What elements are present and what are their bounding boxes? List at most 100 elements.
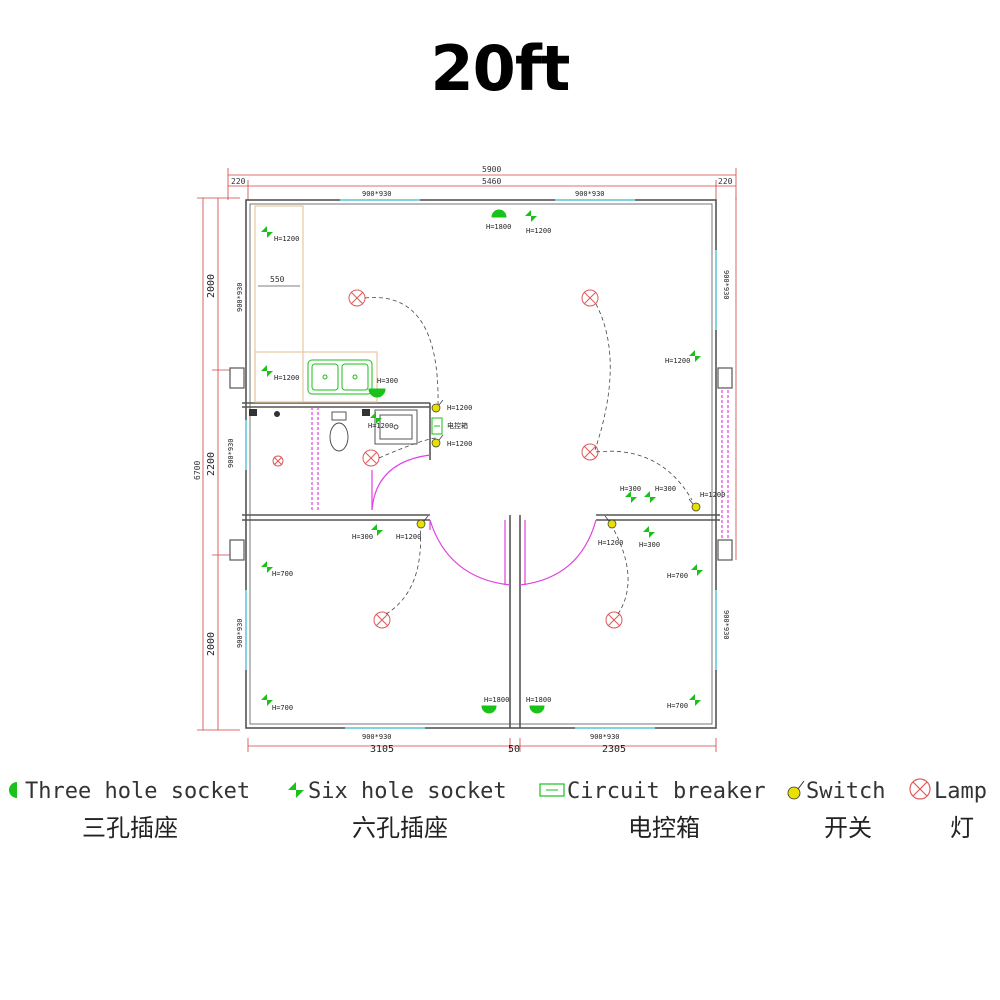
switch-icon (688, 498, 701, 512)
lamp-icon (373, 611, 391, 629)
height-label: H=1200 (665, 357, 690, 365)
switch-icon (604, 515, 617, 529)
six-hole-socket-icon (371, 524, 383, 536)
six-hole-socket-icon (644, 491, 656, 503)
height-label: H=1200 (598, 539, 623, 547)
lamps (272, 289, 623, 629)
window-label-right-lower: 900*930 (722, 610, 730, 640)
height-label: H=1200 (700, 491, 725, 499)
lamp-icon (581, 289, 599, 307)
switches (416, 399, 701, 529)
height-label: H=300 (655, 485, 676, 493)
height-label: H=1200 (447, 404, 472, 412)
legend-six-hole-cn: 六孔插座 (352, 814, 448, 842)
dim-bottom-mid: 50 (508, 744, 520, 755)
windows (245, 199, 717, 729)
dimension-lines (197, 168, 737, 752)
lamp-icon (272, 455, 284, 467)
lamp-icon (348, 289, 366, 307)
height-label: H=700 (272, 704, 293, 712)
legend-three-hole-cn: 三孔插座 (82, 814, 178, 842)
dim-overall-width: 5900 (482, 165, 501, 174)
three-hole-socket-icon (491, 209, 507, 218)
kitchen-counter (254, 205, 378, 403)
six-hole-socket-icon (261, 365, 273, 377)
lamp-icon (581, 443, 599, 461)
dim-left-section-2: 2200 (206, 452, 217, 476)
six-hole-socket-icon (689, 350, 701, 362)
six-hole-socket-icon (261, 561, 273, 573)
dim-left-wall: 220 (231, 177, 246, 186)
legend: Three hole socket 三孔插座 Six hole socket 六… (9, 778, 987, 842)
three-hole-socket-icon (368, 388, 386, 398)
height-label: H=300 (639, 541, 660, 549)
counter-dim-label: 550 (270, 275, 285, 284)
height-label: H=1200 (447, 440, 472, 448)
legend-lamp-cn: 灯 (950, 814, 974, 842)
lamp-icon (362, 449, 380, 467)
height-label: H=1200 (274, 235, 299, 243)
dim-bottom-left: 3105 (370, 744, 394, 755)
walls (242, 199, 720, 729)
six-hole-socket-icon (261, 226, 273, 238)
window-label-top-right: 900*930 (575, 190, 605, 198)
six-hole-socket-icon (370, 412, 382, 424)
window-label-left-upper: 900*930 (236, 282, 244, 312)
switch-icon (416, 515, 429, 529)
switch-icon (431, 399, 444, 413)
window-label-top-left: 900*930 (362, 190, 392, 198)
legend-switch-en: Switch (806, 779, 885, 804)
height-label: H=1800 (486, 223, 511, 231)
height-label: H=1800 (526, 696, 551, 704)
doors (311, 390, 729, 586)
circuit-breaker-icon (539, 783, 565, 797)
window-label-right-upper: 900*930 (722, 270, 730, 300)
height-label: H=1200 (368, 422, 393, 430)
legend-lamp-en: Lamp (934, 779, 987, 804)
six-hole-socket-icon (691, 564, 703, 576)
legend-switch-cn: 开关 (824, 814, 872, 842)
bathroom-fixtures (329, 409, 418, 452)
height-label: H=1200 (396, 533, 421, 541)
three-hole-sockets (368, 209, 545, 714)
circuit-box-label: 电控箱 (447, 421, 468, 430)
dim-inner-width: 5460 (482, 177, 501, 186)
six-hole-sockets (261, 210, 703, 706)
height-label: H=700 (272, 570, 293, 578)
height-label: H=700 (667, 702, 688, 710)
circuit-breaker-icon (431, 417, 443, 435)
height-label: H=1200 (526, 227, 551, 235)
window-label-bottom-right: 900*930 (590, 733, 620, 741)
six-hole-socket-icon (689, 694, 701, 706)
sink (307, 359, 373, 395)
dim-overall-height: 6700 (193, 461, 202, 480)
six-hole-socket-icon (525, 210, 537, 222)
height-label: H=300 (352, 533, 373, 541)
height-label: H=1200 (274, 374, 299, 382)
switch-icon (787, 780, 805, 800)
switch-icon (431, 434, 444, 448)
height-label: H=300 (377, 377, 398, 385)
six-hole-socket-icon (625, 491, 637, 503)
wiring (364, 297, 693, 615)
dim-right-wall: 220 (718, 177, 733, 186)
window-label-bottom-left: 900*930 (362, 733, 392, 741)
six-hole-socket-icon (288, 782, 304, 798)
page-title: 20ft (430, 32, 571, 105)
dim-left-section-1: 2000 (206, 274, 217, 298)
wall-posts (229, 367, 733, 561)
six-hole-socket-icon (643, 526, 655, 538)
six-hole-socket-icon (261, 694, 273, 706)
legend-breaker-en: Circuit breaker (567, 779, 766, 804)
window-label-left-lower: 900*930 (236, 618, 244, 648)
legend-six-hole-en: Six hole socket (308, 779, 507, 804)
dim-left-section-3: 2000 (206, 632, 217, 656)
height-label: H=300 (620, 485, 641, 493)
three-hole-socket-icon (9, 782, 17, 798)
window-label-left-middle: 900*930 (227, 438, 235, 468)
three-hole-socket-icon (481, 705, 497, 714)
lamp-icon (909, 778, 931, 800)
lamp-icon (605, 611, 623, 629)
legend-three-hole-en: Three hole socket (25, 779, 250, 804)
shower-fixtures (249, 409, 370, 417)
